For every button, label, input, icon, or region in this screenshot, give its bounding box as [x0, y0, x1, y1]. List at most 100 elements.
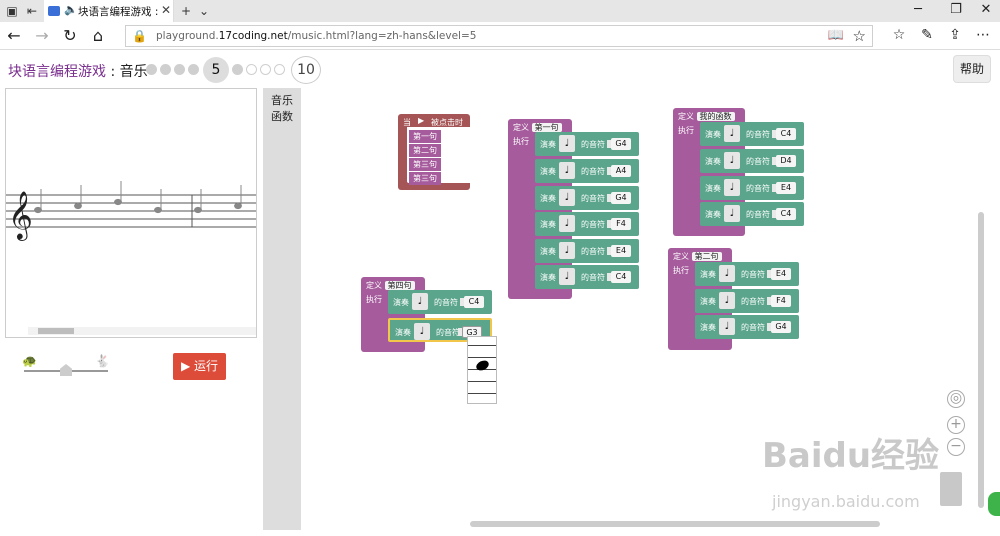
notes-pen-icon[interactable]: ✎: [921, 27, 933, 43]
level-dot-4[interactable]: [188, 64, 199, 75]
close-window-icon[interactable]: ✕: [980, 2, 992, 17]
page-title-main[interactable]: 块语言编程游戏: [8, 64, 106, 80]
workspace-horizontal-scrollbar[interactable]: [470, 521, 880, 527]
music-staff: 𝄞: [6, 181, 256, 241]
note-icon: ♩: [719, 265, 735, 282]
toolbox-category-functions[interactable]: 函数: [271, 110, 293, 123]
level-dot-6[interactable]: [232, 64, 243, 75]
note-icon: ♩: [559, 162, 575, 179]
back-tabs-icon[interactable]: ⇤: [26, 4, 38, 18]
note-icon: ♩: [559, 215, 575, 232]
home-icon[interactable]: ⌂: [92, 26, 104, 45]
trash-can-icon[interactable]: [940, 472, 962, 506]
forward-arrow-icon[interactable]: →: [35, 26, 49, 45]
note-head-icon: [474, 358, 491, 373]
back-arrow-icon[interactable]: ←: [7, 26, 21, 45]
level-dot-3[interactable]: [174, 64, 185, 75]
music-staff-panel: 𝄞: [5, 88, 257, 338]
new-tab-icon[interactable]: +: [180, 4, 192, 18]
pitch-field[interactable]: D4: [776, 155, 796, 167]
run-button[interactable]: ▶ 运行: [173, 353, 226, 380]
help-button[interactable]: 帮助: [953, 55, 991, 83]
refresh-icon[interactable]: ↻: [63, 26, 77, 45]
function-name[interactable]: 第四句: [384, 281, 415, 290]
share-icon[interactable]: ⇪: [949, 27, 961, 43]
note-icon: ♩: [724, 152, 740, 169]
staff-scrollbar[interactable]: [28, 327, 256, 335]
browser-tab[interactable]: 🔈 块语言编程游戏 : 音 ✕: [44, 0, 174, 22]
pitch-field[interactable]: G4: [611, 192, 631, 204]
level-dot-9[interactable]: [274, 64, 285, 75]
pitch-field[interactable]: C4: [776, 128, 796, 140]
sound-icon[interactable]: 🔈: [64, 3, 78, 16]
favorites-hub-icon[interactable]: ☆: [892, 27, 906, 43]
define-label: 定义: [366, 281, 382, 290]
note-icon: ♩: [414, 323, 430, 340]
speed-knob[interactable]: [60, 364, 72, 376]
site-favicon-icon: [48, 6, 60, 16]
level-dot-7[interactable]: [246, 64, 257, 75]
minimize-icon[interactable]: ─: [914, 2, 922, 17]
workspace-vertical-scrollbar[interactable]: [978, 212, 984, 508]
recenter-icon[interactable]: ◎: [947, 390, 965, 408]
tab-manager-icon[interactable]: ▣: [6, 4, 18, 18]
pitch-field[interactable]: F4: [611, 218, 631, 230]
zoom-in-icon[interactable]: +: [947, 416, 965, 434]
call-block[interactable]: 第一句: [409, 130, 441, 143]
close-tab-icon[interactable]: ✕: [160, 3, 171, 17]
when-clicked-block[interactable]: 当 ▶ 被点击时 第一句 第二句 第三句 第三句: [398, 114, 470, 190]
restore-icon[interactable]: ❐: [950, 2, 962, 17]
note-icon: ♩: [412, 293, 428, 310]
more-menu-icon[interactable]: ⋯: [976, 27, 990, 43]
current-level[interactable]: 5: [203, 57, 229, 83]
define-label: 定义: [513, 123, 529, 132]
call-block[interactable]: 第三句: [409, 158, 441, 171]
pitch-field[interactable]: E4: [776, 182, 796, 194]
function-name[interactable]: 第二句: [691, 252, 722, 261]
pitch-field[interactable]: C4: [776, 208, 796, 220]
function-name[interactable]: 第一句: [531, 123, 562, 132]
pitch-field[interactable]: C4: [611, 271, 631, 283]
define-label: 定义: [673, 252, 689, 261]
pitch-field[interactable]: F4: [771, 295, 791, 307]
pitch-field[interactable]: A4: [611, 165, 631, 177]
tab-dropdown-icon[interactable]: ⌄: [198, 4, 210, 18]
side-badge[interactable]: [988, 492, 1000, 516]
pitch-field[interactable]: G4: [771, 321, 791, 333]
url-field[interactable]: 🔒 playground.17coding.net/music.html?lan…: [125, 25, 873, 47]
speed-slider[interactable]: 🐢 🐇: [22, 354, 110, 378]
level-dot-1[interactable]: [146, 64, 157, 75]
pitch-field[interactable]: G4: [611, 138, 631, 150]
call-block[interactable]: 第三句: [409, 172, 441, 185]
level-dot-2[interactable]: [160, 64, 171, 75]
max-level[interactable]: 10: [291, 56, 321, 84]
toolbox-category-music[interactable]: 音乐: [271, 94, 293, 107]
note-picker-dropdown[interactable]: [467, 336, 497, 404]
favorite-star-icon[interactable]: ☆: [852, 27, 866, 45]
pitch-field[interactable]: E4: [771, 268, 791, 280]
reading-view-icon[interactable]: 📖: [827, 28, 844, 43]
function-name[interactable]: 我的函数: [696, 112, 735, 121]
pitch-field[interactable]: C4: [464, 296, 484, 308]
call-block[interactable]: 第二句: [409, 144, 441, 157]
pitch-field[interactable]: E4: [611, 245, 631, 257]
run-label: 运行: [194, 359, 219, 373]
level-dot-8[interactable]: [260, 64, 271, 75]
zoom-out-icon[interactable]: −: [947, 438, 965, 456]
exec-label: 执行: [678, 126, 694, 135]
